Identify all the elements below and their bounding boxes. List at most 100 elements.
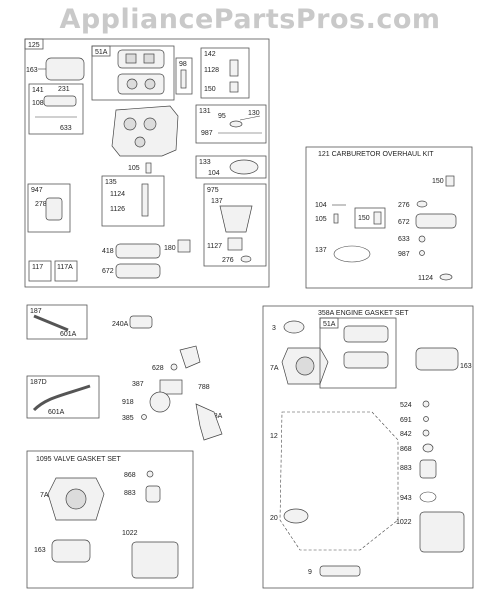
gasket-51A-lower-part (343, 351, 389, 369)
part-1127 (227, 237, 243, 251)
part-label-633: 633 (60, 125, 72, 132)
group-label-135: 135 (105, 179, 117, 186)
part-385 (141, 414, 147, 420)
group-box-975 (203, 183, 267, 267)
fuel-filter-part (129, 315, 153, 329)
group-label-131: 131 (199, 108, 211, 115)
group-box-51A-b (319, 317, 397, 389)
part-label-276: 276 (222, 257, 234, 264)
gasket-1022-part (419, 511, 465, 553)
part-883 (419, 459, 437, 479)
group-label-117: 117 (32, 264, 43, 271)
group-box-187 (26, 304, 88, 340)
fuel-line-part (32, 384, 91, 412)
part-label-385: 385 (122, 415, 134, 422)
leader-line (239, 115, 261, 121)
group-label-187D: 187D (30, 379, 47, 386)
part-label-130: 130 (248, 110, 260, 117)
group-box-117A (54, 260, 78, 282)
part-label-601A: 601A (48, 409, 65, 416)
part-label-278: 278 (35, 201, 47, 208)
group-box-187D (26, 375, 100, 419)
group-box-141 (28, 83, 84, 135)
part-label-868: 868 (124, 472, 136, 479)
part-label-95: 95 (218, 113, 226, 120)
part-label-276: 276 (398, 202, 410, 209)
part-label-1127: 1127 (207, 243, 222, 250)
group-tab-51A (91, 45, 111, 57)
group-label-51A: 51A (323, 321, 336, 328)
part-label-387: 387 (132, 381, 144, 388)
oring-943-part (419, 491, 437, 503)
part-label-7A: 7A (270, 365, 279, 372)
group-box-51A (91, 45, 175, 101)
group-box-125 (24, 38, 270, 288)
part-label-150: 150 (432, 178, 444, 185)
part-label-1126: 1126 (110, 206, 125, 213)
part-label-987: 987 (201, 130, 213, 137)
part-label-180: 180 (164, 245, 176, 252)
group-label-117A: 117A (57, 264, 73, 271)
group-box-358A (262, 305, 474, 589)
gasket-hole (125, 53, 137, 64)
part-150 (373, 211, 382, 225)
group-tab-51A-b (319, 317, 339, 329)
valve-port (123, 117, 137, 131)
part-label-12: 12 (270, 433, 278, 440)
group-box-133 (195, 155, 267, 179)
group-box-1095 (26, 450, 194, 589)
part-label-628: 628 (152, 365, 164, 372)
part-label-672: 672 (398, 219, 410, 226)
part-label-633: 633 (398, 236, 410, 243)
group-box-117 (28, 260, 52, 282)
crankcase-gasket-part (279, 411, 399, 551)
group-label-121: 121 CARBURETOR OVERHAUL KIT (318, 151, 434, 158)
group-label-187: 187 (30, 308, 42, 315)
part-104 (229, 159, 259, 175)
part-1128 (229, 59, 239, 77)
part-label-883: 883 (400, 465, 412, 472)
part-label-868: 868 (400, 446, 412, 453)
part-628 (170, 363, 178, 371)
part-868 (422, 443, 434, 453)
pump-body-part (159, 379, 183, 395)
gasket-hole (144, 78, 156, 90)
gasket-9-part (319, 565, 361, 577)
part-label-691: 691 (400, 417, 412, 424)
gasket-672-part (415, 213, 457, 229)
gasket-672-part (115, 263, 161, 279)
part-label-672: 672 (102, 268, 114, 275)
part-label-3: 3 (272, 325, 276, 332)
part-150 (229, 81, 239, 93)
part-label-240A: 240A (112, 321, 129, 328)
part-label-20: 20 (270, 515, 278, 522)
group-label-358A: 358A ENGINE GASKET SET (318, 310, 409, 317)
part-95 (229, 120, 243, 128)
part-276 (416, 200, 428, 208)
stud-98-part (180, 69, 187, 89)
part-1124 (439, 273, 453, 281)
group-label-975: 975 (207, 187, 219, 194)
part-label-150: 150 (204, 86, 216, 93)
part-label-137: 137 (315, 247, 327, 254)
part-label-105: 105 (128, 165, 140, 172)
group-box-121 (305, 146, 473, 289)
part-883 (145, 485, 161, 503)
part-label-943: 943 (400, 495, 412, 502)
gasket-418-part (115, 243, 161, 259)
part-label-231: 231 (58, 86, 70, 93)
part-label-104: 104 (315, 202, 327, 209)
pump-part (149, 391, 171, 413)
group-box-947 (27, 183, 71, 233)
part-868 (146, 470, 154, 478)
part-label-1124: 1124 (418, 275, 433, 282)
part-label-7A: 7A (40, 492, 49, 499)
part-label-987: 987 (398, 251, 410, 258)
group-box-142 (200, 47, 250, 99)
group-box-131 (195, 104, 267, 144)
part-label-883: 883 (124, 490, 136, 497)
group-label-141: 141 (32, 87, 44, 94)
part-label-1128: 1128 (204, 67, 219, 74)
part-label-842: 842 (400, 431, 412, 438)
